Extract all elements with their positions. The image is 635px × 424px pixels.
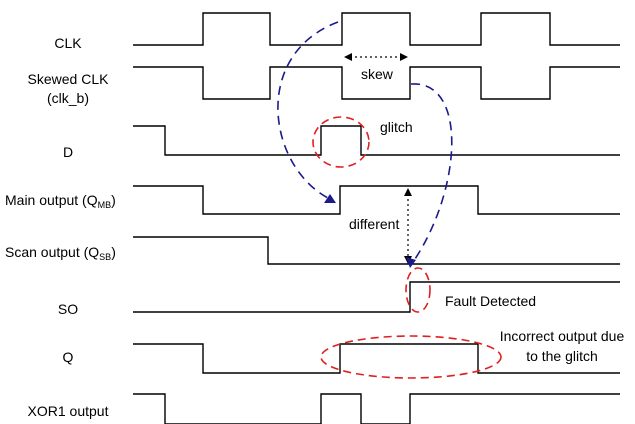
label-skewed-clk: Skewed CLK [28, 71, 110, 87]
label-main-output-text: Main output (Q [5, 192, 98, 208]
wave-so [133, 281, 620, 313]
label-skewed-clk-sub: (clk_b) [47, 90, 89, 106]
label-scan-output: Scan output (QSB) [5, 244, 116, 262]
wave-clk [133, 12, 620, 46]
annotation-glitch: glitch [380, 119, 413, 135]
wave-main-output [133, 185, 620, 215]
skew-arrow-head-left [344, 53, 352, 61]
annotation-incorrect-line2: to the glitch [526, 348, 598, 364]
wave-q [133, 343, 620, 374]
label-so: SO [58, 301, 78, 317]
label-scan-output-end: ) [111, 244, 116, 260]
fault-ellipse [405, 267, 431, 313]
causal-arrow-clk-to-main [277, 21, 339, 201]
wave-xor1-output [133, 393, 620, 424]
annotation-different: different [349, 216, 399, 232]
label-d: D [63, 144, 73, 160]
label-clk: CLK [54, 35, 82, 51]
label-main-output-end: ) [111, 192, 116, 208]
glitch-ellipse [312, 116, 370, 168]
label-scan-output-text: Scan output (Q [5, 244, 99, 260]
annotation-incorrect-line1: Incorrect output due [500, 328, 625, 344]
annotation-fault-detected: Fault Detected [445, 293, 536, 309]
annotation-skew: skew [361, 66, 394, 82]
causal-arrow-clk-to-main-head [324, 194, 336, 203]
label-main-output: Main output (QMB) [5, 192, 116, 210]
label-q: Q [63, 349, 74, 365]
wave-scan-output [133, 236, 620, 265]
different-arrow-head-top [404, 188, 412, 196]
wave-d [133, 125, 620, 156]
skew-arrow-head-right [400, 53, 408, 61]
causal-arrow-skew-to-so-head [406, 257, 416, 268]
incorrect-output-ellipse [320, 335, 502, 379]
label-scan-output-sub: SB [99, 252, 111, 262]
wave-skewed-clk [133, 66, 620, 100]
label-main-output-sub: MB [98, 200, 112, 210]
label-xor1-output: XOR1 output [28, 403, 109, 419]
causal-arrow-skew-to-so [410, 83, 453, 263]
